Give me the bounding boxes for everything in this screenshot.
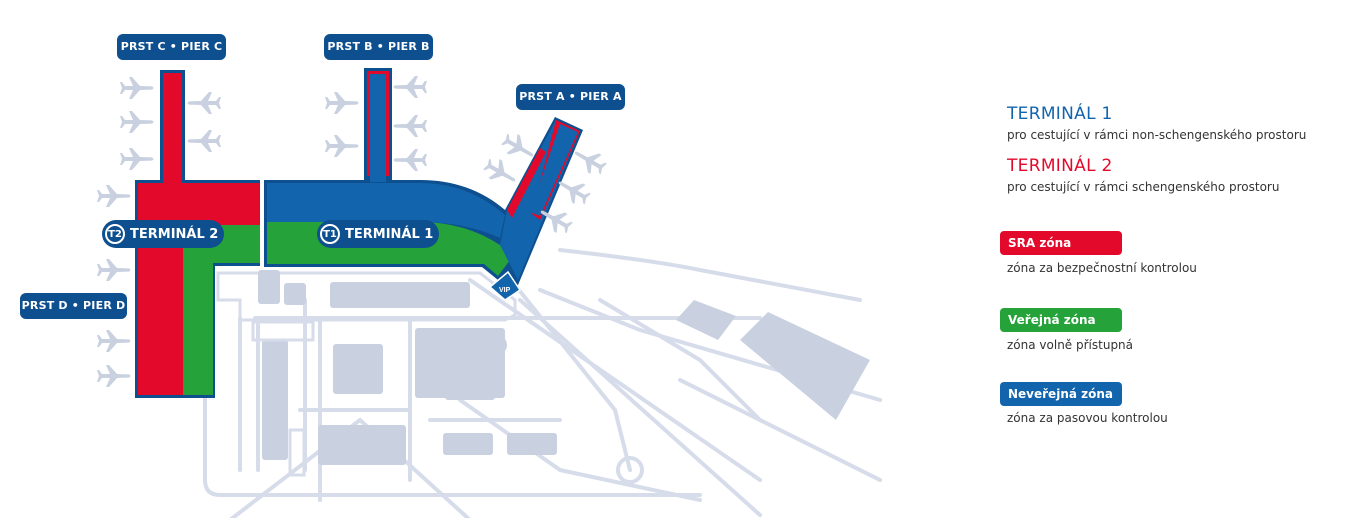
terminal-2-label: T2 TERMINÁL 2	[102, 220, 224, 248]
airplane-icon	[393, 115, 427, 137]
t1-nonpublic-zone	[267, 183, 505, 238]
airplane-icon	[97, 365, 131, 387]
airplane-icon	[97, 185, 131, 207]
airplane-icon	[120, 111, 154, 133]
terminal-2-label-text: TERMINÁL 2	[130, 226, 219, 242]
legend-sra-zone-swatch: SRA zóna	[1000, 231, 1122, 255]
airplane-icon	[187, 92, 221, 114]
legend-nonpublic-zone-description: zóna za pasovou kontrolou	[1007, 411, 1168, 425]
pier-d-public-zone	[183, 252, 213, 395]
terminal-1-label-text: TERMINÁL 1	[345, 226, 434, 242]
legend-sra-zone-description: zóna za bezpečnostní kontrolou	[1007, 261, 1197, 275]
pier-d-label: PRST D • PIER D	[20, 293, 127, 319]
roundabout	[616, 456, 644, 484]
legend-terminal-2-title: TERMINÁL 2	[1007, 156, 1113, 176]
map-canvas: VIP	[97, 68, 882, 522]
t2-sra-zone	[138, 183, 260, 225]
airplane-icon	[120, 148, 154, 170]
airplane-icon	[97, 330, 131, 352]
airplane-icon	[393, 76, 427, 98]
road-network	[203, 248, 882, 522]
t2-badge: T2	[105, 224, 125, 244]
legend-nonpublic-zone-swatch: Neveřejná zóna	[1000, 382, 1122, 406]
pier-d-sra-zone	[138, 225, 183, 395]
terminal-separator	[260, 178, 264, 270]
airplane-icon	[97, 259, 131, 281]
terminal-1-label: T1 TERMINÁL 1	[317, 220, 439, 248]
t1-badge: T1	[320, 224, 340, 244]
airplane-icon	[120, 77, 154, 99]
legend-terminal-1-subtitle: pro cestující v rámci non-schengenského …	[1007, 128, 1307, 142]
pier-c-sra-zone	[163, 73, 182, 183]
airplane-icon	[187, 130, 221, 152]
legend-public-zone-swatch: Veřejná zóna	[1000, 308, 1122, 332]
airplane-icon	[393, 149, 427, 171]
small-structures	[251, 320, 315, 477]
airplane-icon	[325, 135, 359, 157]
pier-b-nonpublic-zone	[370, 74, 386, 182]
airport-map: VIP PRST C • PIER C PRST B • PIER B PRST…	[20, 34, 882, 522]
airplane-icon	[480, 154, 521, 191]
vip-lounge-marker	[488, 270, 522, 301]
buildings	[258, 270, 870, 465]
legend-terminal-2-subtitle: pro cestující v rámci schengenského pros…	[1007, 180, 1280, 194]
pier-a-label: PRST A • PIER A	[516, 84, 625, 110]
airplane-icon	[325, 92, 359, 114]
vip-label: VIP	[499, 287, 511, 294]
pier-b-label: PRST B • PIER B	[324, 34, 433, 60]
pier-c-label: PRST C • PIER C	[117, 34, 226, 60]
legend-public-zone-description: zóna volně přístupná	[1007, 338, 1134, 352]
legend-terminal-1-title: TERMINÁL 1	[1007, 104, 1113, 124]
